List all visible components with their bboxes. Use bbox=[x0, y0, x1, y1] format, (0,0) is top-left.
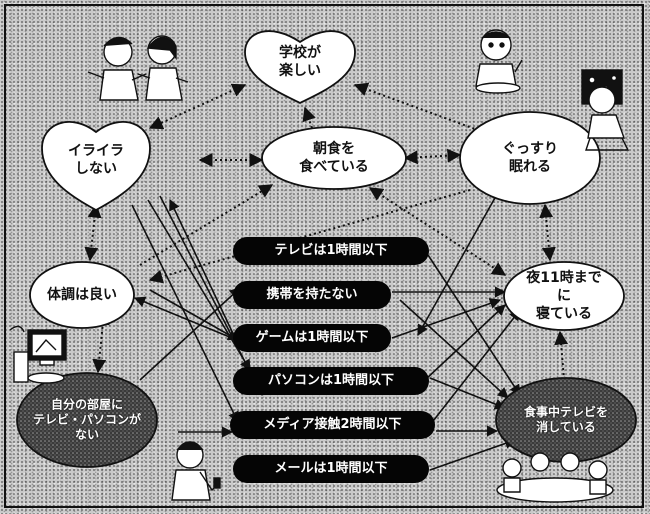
computer-illustration bbox=[9, 325, 67, 384]
label-eat-breakfast: 朝食を 食べている bbox=[299, 141, 369, 175]
heart-school-fun bbox=[244, 30, 356, 105]
link-breakfast-bed bbox=[368, 187, 507, 276]
habit-tv-1h: テレビは1時間以下 bbox=[274, 243, 388, 258]
link-sleep-health bbox=[148, 189, 471, 284]
solid-relations bbox=[131, 179, 521, 471]
phone-person-illustration bbox=[171, 441, 221, 501]
habit-game-1h: ゲームは1時間以下 bbox=[255, 330, 369, 345]
link-health-breakfast bbox=[139, 184, 274, 266]
ellipse-breakfast bbox=[261, 126, 407, 190]
link-breakfast-school bbox=[302, 106, 316, 129]
habit-media-2h: メディア接触2時間以下 bbox=[263, 417, 402, 432]
ellipse-sleep-by-11 bbox=[503, 261, 625, 331]
label-not-irritated: イライラ しない bbox=[68, 143, 124, 177]
habit-pills bbox=[230, 237, 435, 483]
diagram-frame bbox=[4, 4, 644, 508]
label-no-tv-meals: 食事中テレビを 消している bbox=[524, 405, 609, 434]
ellipse-good-health bbox=[29, 261, 135, 329]
link-school-irritate bbox=[148, 83, 247, 130]
label-no-tv-pc-room: 自分の部屋に テレビ・パソコンが ない bbox=[32, 397, 142, 442]
family-dinner-illustration bbox=[496, 452, 614, 503]
ellipse-no-tv-pc-room bbox=[16, 372, 158, 468]
dotted-relations bbox=[84, 82, 569, 391]
label-sleep-well: ぐっすり 眠れる bbox=[502, 141, 558, 175]
sleepy-person-illustration bbox=[581, 69, 630, 151]
link-school-sleep bbox=[353, 82, 507, 143]
label-good-health: 体調は良い bbox=[47, 287, 117, 303]
label-school-fun: 学校が 楽しい bbox=[279, 45, 321, 79]
habit-pc-1h: パソコンは1時間以下 bbox=[267, 373, 395, 388]
kids-talking-illustration bbox=[87, 35, 189, 101]
link-breakfast-sleep bbox=[403, 148, 462, 165]
label-sleep-by-11: 夜11時までに 寝ている bbox=[526, 270, 602, 322]
link-sleep-bed bbox=[539, 203, 556, 262]
link-irritate-health bbox=[84, 203, 102, 262]
heart-not-irritated bbox=[41, 121, 151, 212]
eating-person-illustration bbox=[475, 29, 523, 94]
ellipse-sleep-well bbox=[459, 111, 601, 205]
habit-mail-1h: メールは1時間以下 bbox=[274, 461, 388, 476]
habit-no-phone: 携帯を持たない bbox=[266, 287, 358, 302]
